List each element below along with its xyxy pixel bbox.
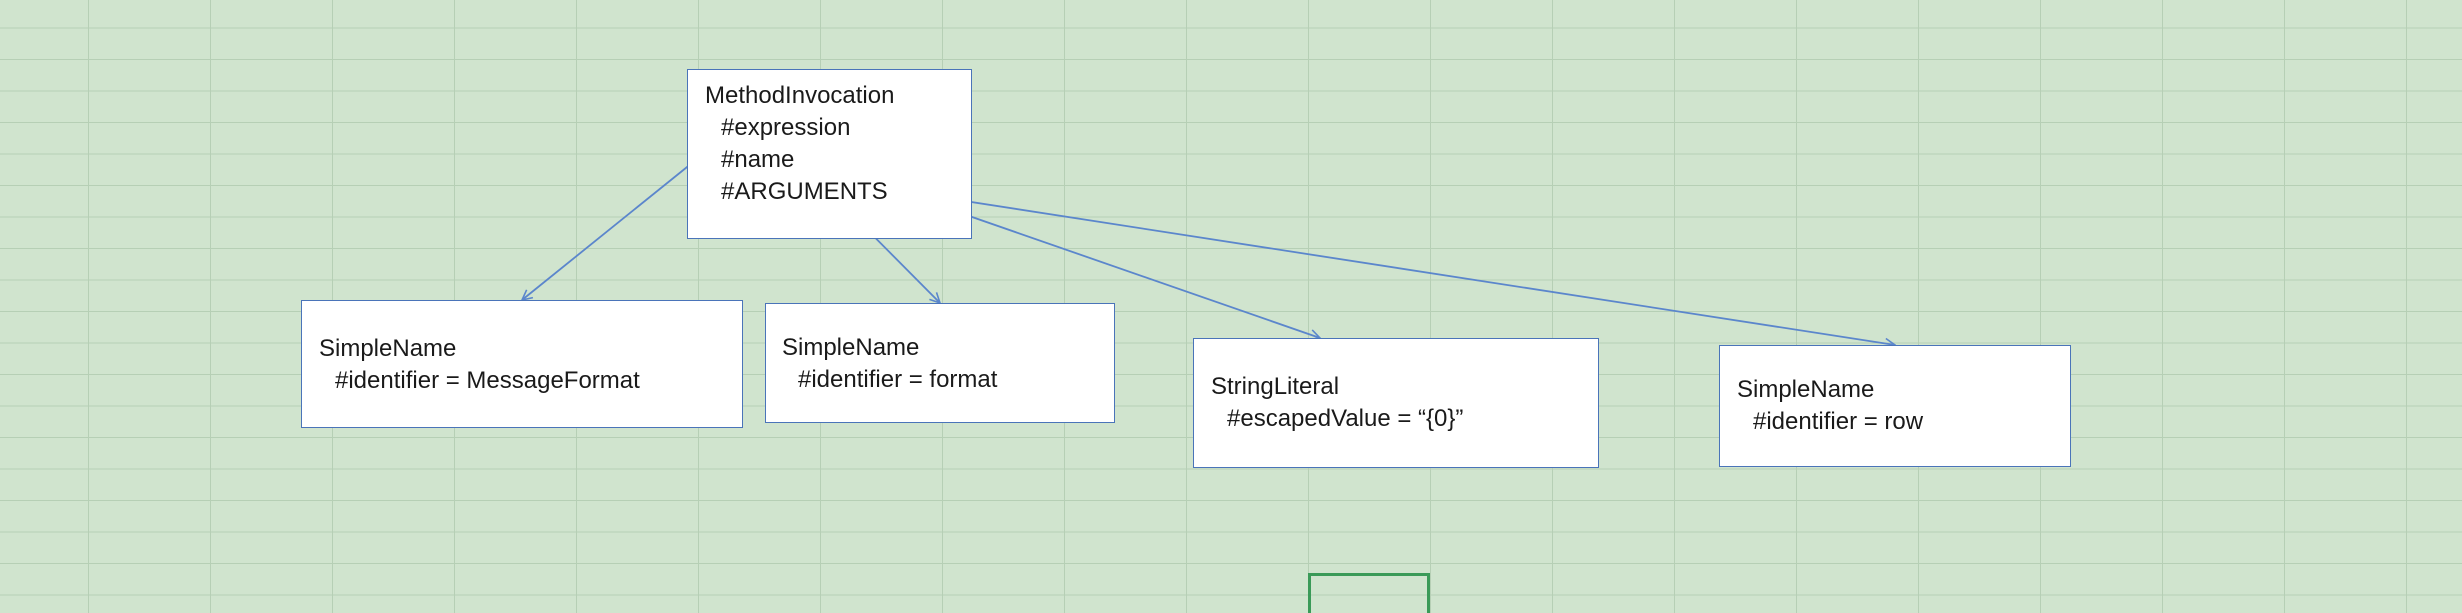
attr-name: #name [721,146,795,173]
simplename-messageformat-node[interactable]: SimpleName #identifier = MessageFormat [301,300,743,428]
simplename-format-node[interactable]: SimpleName #identifier = format [765,303,1115,423]
edge-arguments-to-stringliteral [902,192,1320,338]
attr-identifier: #identifier = row [1753,408,1924,435]
attr-identifier: #identifier = format [798,366,998,393]
node-title: StringLiteral [1211,373,1340,400]
node-title: SimpleName [782,334,920,361]
simplename-row-node[interactable]: SimpleName #identifier = row [1719,345,2071,467]
node-title: SimpleName [1737,376,1875,403]
attr-arguments: #ARGUMENTS [721,178,888,205]
stringliteral-node[interactable]: StringLiteral #escapedValue = “{0}” [1193,338,1599,468]
node-title: MethodInvocation [705,82,895,109]
attr-expression: #expression [721,114,851,141]
selected-cell[interactable] [1308,573,1430,613]
attr-escaped-value: #escapedValue = “{0}” [1227,405,1464,432]
methodinvocation-node[interactable]: MethodInvocation #expression #name #ARGU… [687,69,972,239]
edge-arguments-to-simplename-row [912,192,1895,345]
node-title: SimpleName [319,335,457,362]
attr-identifier: #identifier = MessageFormat [335,367,640,394]
